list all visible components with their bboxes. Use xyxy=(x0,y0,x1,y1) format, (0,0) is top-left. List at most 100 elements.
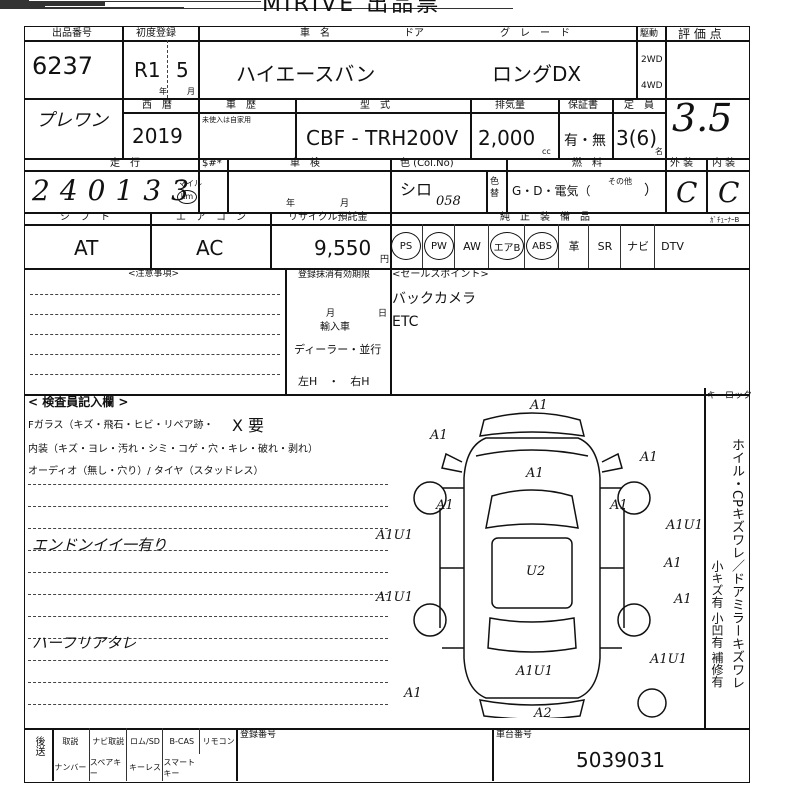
color: シロ xyxy=(400,180,433,199)
keylock-text: ホイル・CPキズワレ／ドアミラーキズワレ xyxy=(729,438,744,689)
chassis-label: 型 式 xyxy=(360,100,390,111)
reg-month-unit: 月 xyxy=(187,87,195,96)
color-label: 色 (Col.No) xyxy=(400,158,454,169)
reg-month: 5 xyxy=(176,58,189,82)
year: 2019 xyxy=(132,124,183,148)
displacement: 2,000 xyxy=(478,126,536,150)
options-label: 純 正 装 備 品 xyxy=(500,212,590,223)
damage-mark: A1 xyxy=(436,498,454,513)
mileage-label: 走 行 xyxy=(110,158,140,169)
recycle-fee: 9,550 xyxy=(314,236,372,260)
mileage: 240133 xyxy=(32,174,199,207)
history-note: 未使入は自家用 xyxy=(202,116,251,124)
nickname: プレワン xyxy=(36,110,108,131)
sales-point-1: バックカメラ xyxy=(392,291,476,307)
post-item: スペアキー xyxy=(88,754,127,781)
drive-4wd: 4WD xyxy=(641,81,663,91)
post-item: ナンバー xyxy=(54,763,87,772)
damage-mark: A1U1 xyxy=(376,528,413,543)
damage-mark: A1 xyxy=(664,556,682,571)
fuel-label: 燃 料 xyxy=(572,158,602,169)
inspection-label: 車 検 xyxy=(290,158,320,169)
post-item: スマートキー xyxy=(162,754,200,781)
post-item: ロム/SD xyxy=(125,728,164,754)
option-3: エアB xyxy=(488,224,525,268)
fuel-other: その他 xyxy=(608,177,632,186)
damage-mark: U2 xyxy=(526,564,546,579)
color-change: 色替 xyxy=(490,177,500,199)
damage-mark: A1 xyxy=(610,498,628,513)
exterior-grade: C xyxy=(676,176,698,209)
handle-side: 左H ・ 右H xyxy=(298,375,370,388)
option-2: AW xyxy=(454,224,489,268)
post-item: ナビ取説 xyxy=(88,728,127,754)
warranty: 有・無 xyxy=(564,133,606,149)
damage-mark: A1 xyxy=(526,466,544,481)
damage-mark: A1U1 xyxy=(376,590,413,605)
grade: ロングDX xyxy=(492,62,582,86)
chassis: CBF - TRH200V xyxy=(306,126,459,150)
option-4: ABS xyxy=(524,224,559,268)
damage-mark: A1 xyxy=(430,428,448,443)
inspector-line-audio: オーディオ（無し・穴り）/ タイヤ（スタッドレス） xyxy=(28,466,264,477)
exterior-label: 外 装 xyxy=(670,158,694,169)
header-title: MIRIVE 出品票 xyxy=(262,0,442,17)
cc-unit: cc xyxy=(542,147,551,156)
sales-label: <セールスポイント> xyxy=(392,269,489,280)
option-8: DTV xyxy=(654,224,690,268)
option-label: SR xyxy=(597,239,613,253)
grade-label: グ レ ー ド xyxy=(500,28,570,39)
damage-mark: A1 xyxy=(530,398,548,413)
first-reg-label: 初度登録 xyxy=(136,28,176,39)
option-label: DTV xyxy=(661,239,684,253)
door-label: ドア xyxy=(404,28,424,39)
capacity-unit: 名 xyxy=(655,147,663,156)
drive-2wd: 2WD xyxy=(641,55,663,65)
reg-expiry-label: 登録抹消有効期限 xyxy=(298,270,371,280)
fuel: G・D・電気（ xyxy=(512,184,591,198)
inspection-year-unit: 年 xyxy=(286,199,296,209)
lot-number: 6237 xyxy=(32,52,94,80)
shift: AT xyxy=(74,236,99,260)
damage-mark: A1 xyxy=(674,592,692,607)
reg-expiry-day-unit: 日 xyxy=(378,309,388,319)
damage-mark: A1U1 xyxy=(516,664,553,679)
option-5: 革 xyxy=(558,224,589,268)
damage-mark: A1U1 xyxy=(650,652,687,667)
import-dealer: ディーラー・並行 xyxy=(294,343,382,356)
recycle-label: リサイクル預託金 xyxy=(288,212,368,223)
score-label: 評 価 点 xyxy=(678,27,722,41)
option-label: PS xyxy=(391,232,421,260)
year-label: 西 暦 xyxy=(142,100,172,111)
inspector-handwritten-note: エンドンイイ一有り xyxy=(32,536,168,554)
mileage-unit-km: km xyxy=(177,190,197,204)
option-7: ナビ xyxy=(620,224,655,268)
option-1: PW xyxy=(422,224,455,268)
option-label: PW xyxy=(424,232,454,260)
keylock-sub: 小キズ有 小凹有 補修有 xyxy=(710,560,724,688)
aircon: AC xyxy=(196,236,224,260)
inspector-line-interior: 内装（キズ・ヨレ・汚れ・シミ・コゲ・穴・キレ・破れ・剥れ） xyxy=(28,444,318,455)
option-label: 革 xyxy=(568,240,580,253)
damage-mark: A2 xyxy=(534,706,552,721)
inspection-month-unit: 月 xyxy=(340,199,350,209)
inspector-handwritten-note-2: ハーフリアタレ xyxy=(32,634,137,652)
keylock-label: キーロック xyxy=(707,391,753,401)
post-item: 取説 xyxy=(62,736,79,746)
lot-label: 出品番号 xyxy=(52,28,92,39)
interior-label: 内 装 xyxy=(712,158,736,169)
recycle-yen-unit: 円 xyxy=(380,255,390,265)
warranty-label: 保証書 xyxy=(568,100,598,111)
option-label: ABS xyxy=(526,232,558,260)
color-no: 058 xyxy=(436,194,461,209)
damage-mark: A1 xyxy=(640,450,658,465)
post-item: キーレス xyxy=(125,754,164,781)
damage-mark: A1U1 xyxy=(666,518,703,533)
reg-era: R1 xyxy=(134,58,161,82)
option-label: エアB xyxy=(490,232,524,260)
post-label: 後送 xyxy=(33,736,44,756)
model-name-label: 車 名 xyxy=(300,28,330,39)
import-label: 輸入車 xyxy=(320,322,350,333)
cc-label: 排気量 xyxy=(495,100,525,111)
